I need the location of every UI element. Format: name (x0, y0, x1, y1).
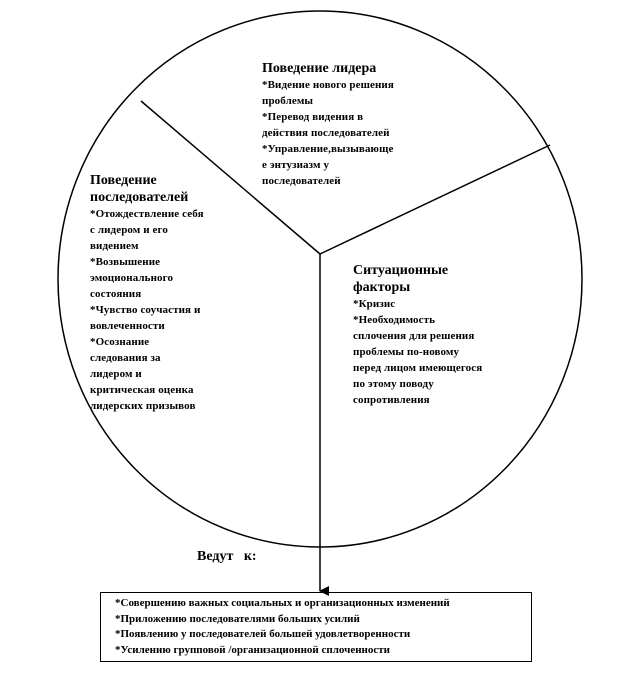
list-item: е энтузиазм у (262, 159, 330, 171)
list-item: проблемы (262, 95, 314, 107)
leads-to-label: Ведут к: (197, 549, 257, 564)
followers-behavior-title-line1: Поведение (90, 173, 157, 188)
leader-behavior-block: Поведение лидера *Видение нового решения… (262, 60, 437, 189)
list-item: следования за (90, 352, 161, 364)
list-item: сопротивления (353, 394, 430, 406)
list-item: *Управление,вызывающе (262, 143, 394, 155)
list-item: последователей (262, 175, 341, 187)
list-item: состояния (90, 288, 142, 300)
list-item: *Отождествление себя (90, 208, 204, 220)
result-item: *Появлению у последователей большей удов… (115, 628, 411, 640)
result-item: *Совершению важных социальных и организа… (115, 597, 450, 609)
result-item: *Приложению последователями больших усил… (115, 612, 360, 625)
divider-to-upper-right (319, 144, 551, 255)
list-item: видением (90, 240, 139, 252)
list-item: лидерских призывов (90, 400, 196, 412)
list-item: с лидером и его (90, 224, 168, 236)
situational-factors-title-line2: факторы (353, 280, 411, 295)
list-item: *Перевод видения в (262, 111, 364, 123)
list-item: проблемы по-новому (353, 346, 460, 358)
divider-to-upper-left (140, 100, 321, 255)
list-item: перед лицом имеющегося (353, 362, 483, 374)
list-item: лидером и (90, 368, 142, 380)
list-item: сплочения для решения (353, 330, 475, 342)
list-item: действия последователей (262, 127, 390, 139)
list-item: эмоционального (90, 272, 174, 284)
list-item: *Видение нового решения (262, 79, 394, 91)
leader-behavior-title: Поведение лидера (262, 61, 377, 76)
list-item: *Необходимость (353, 314, 436, 326)
list-item: критическая оценка (90, 384, 194, 396)
followers-behavior-title-line2: последователей (90, 190, 189, 205)
situational-factors-title-line1: Ситуационные (353, 263, 449, 278)
list-item: вовлеченности (90, 320, 165, 332)
followers-behavior-block: Поведение последователей *Отождествление… (90, 172, 250, 414)
results-box: *Совершению важных социальных и организа… (100, 592, 532, 662)
result-item: *Усилению групповой /организационной спл… (115, 643, 391, 656)
list-item: по этому поводу (353, 378, 434, 390)
list-item: *Чувство соучастия и (90, 304, 201, 316)
list-item: *Возвышение (90, 256, 161, 268)
situational-factors-block: Ситуационные факторы *Кризис *Необходимо… (353, 262, 528, 408)
list-item: *Кризис (353, 298, 396, 310)
list-item: *Осознание (90, 336, 150, 348)
